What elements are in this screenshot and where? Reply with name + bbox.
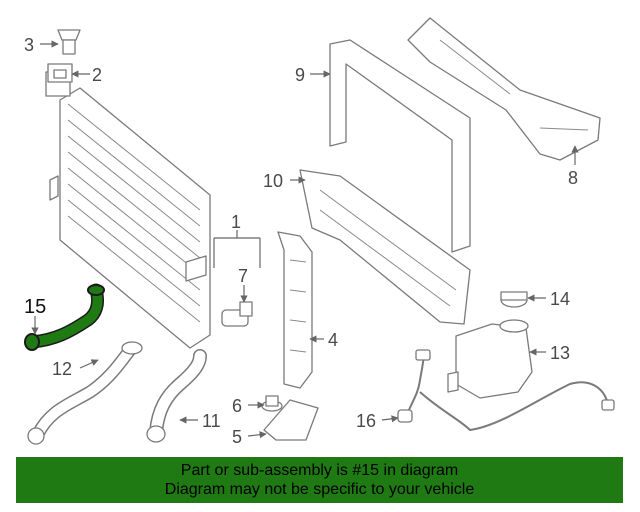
callout-1: 1 (231, 212, 241, 232)
reservoir-cap-14-part (500, 291, 528, 308)
callout-13: 13 (550, 343, 570, 363)
bracket-4-part (277, 231, 313, 389)
callout-16: 16 (356, 411, 376, 431)
callout-7: 7 (238, 266, 248, 286)
hose-12-part (27, 341, 143, 445)
callout-4: 4 (328, 330, 338, 350)
notice-banner: Part or sub-assembly is #15 in diagram D… (16, 457, 623, 503)
callout-2: 2 (92, 65, 102, 85)
sensor-7-part (221, 301, 253, 327)
support-8-part (407, 17, 601, 161)
bracket-5-part (263, 399, 319, 441)
callout-12: 12 (52, 359, 72, 379)
coolant-reservoir-13-part (447, 319, 533, 399)
callout-5: 5 (232, 427, 242, 447)
hose-11-part (146, 349, 207, 443)
air-duct-10-part (299, 169, 471, 325)
radiator-mount-part (47, 63, 73, 83)
callout-9: 9 (295, 65, 305, 85)
callout-8: 8 (568, 168, 578, 188)
leader-lines (31, 40, 579, 439)
callout-10: 10 (263, 171, 283, 191)
callout-15: 15 (24, 296, 46, 318)
callout-11: 11 (202, 411, 221, 431)
radiator-plug-part (57, 29, 81, 55)
hose-15-part (24, 283, 105, 351)
callout-14: 14 (550, 289, 570, 309)
banner-line-1: Part or sub-assembly is #15 in diagram (180, 462, 459, 479)
banner-line-2: Diagram may not be specific to your vehi… (164, 481, 475, 498)
callout-3: 3 (24, 35, 34, 55)
callout-6: 6 (232, 396, 242, 416)
clip-6-part (261, 395, 283, 412)
callout-labels: 3 2 9 8 10 1 7 15 4 12 6 11 5 14 13 16 (24, 35, 578, 447)
shroud-9-part (329, 39, 471, 253)
radiator-part (45, 71, 211, 349)
sensor-wire-16-part (397, 349, 615, 432)
